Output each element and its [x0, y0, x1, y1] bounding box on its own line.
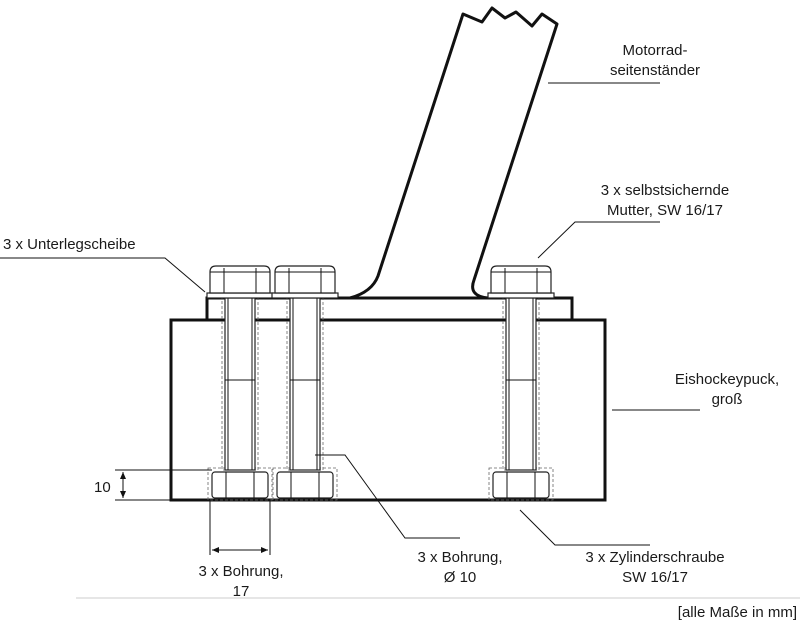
washer — [271, 292, 339, 299]
label-washer: 3 x Unterlegscheibe — [3, 236, 136, 253]
leader-bore10 — [315, 454, 460, 539]
screw-head — [211, 471, 269, 499]
lock-nut — [274, 265, 336, 294]
bolt-assembly — [206, 265, 274, 501]
dimension-bore-width — [209, 500, 271, 555]
lock-nut — [209, 265, 271, 294]
leader-nut — [537, 221, 660, 259]
label-bore17-2: 17 — [233, 583, 250, 600]
screw-head — [492, 471, 550, 499]
bolt-assembly — [487, 265, 555, 501]
bolt-assembly — [271, 265, 339, 501]
dimension-height — [115, 469, 212, 501]
label-dim-height: 10 — [94, 479, 111, 496]
label-stand-2: seitenständer — [610, 62, 700, 79]
label-bore10-2: Ø 10 — [444, 569, 477, 586]
washer — [487, 292, 555, 299]
bolt-shaft — [505, 297, 537, 471]
label-nut-1: 3 x selbstsichernde — [601, 182, 729, 199]
label-puck-1: Eishockeypuck, — [675, 371, 779, 388]
leader-screw — [519, 509, 650, 546]
screw-head — [276, 471, 334, 499]
lock-nut — [490, 265, 552, 294]
bolt-shaft — [224, 297, 256, 471]
label-screw-2: SW 16/17 — [622, 569, 688, 586]
label-puck-2: groß — [712, 391, 743, 408]
label-nut-2: Mutter, SW 16/17 — [607, 202, 723, 219]
leader-washer — [0, 257, 206, 293]
label-screw-1: 3 x Zylinderschraube — [585, 549, 724, 566]
units-note: [alle Maße in mm] — [678, 604, 797, 621]
label-bore10-1: 3 x Bohrung, — [417, 549, 502, 566]
bolt-shaft — [289, 297, 321, 471]
washer — [206, 292, 274, 299]
motorcycle-side-stand — [348, 6, 559, 300]
label-stand-1: Motorrad- — [622, 42, 687, 59]
label-bore17-1: 3 x Bohrung, — [198, 563, 283, 580]
